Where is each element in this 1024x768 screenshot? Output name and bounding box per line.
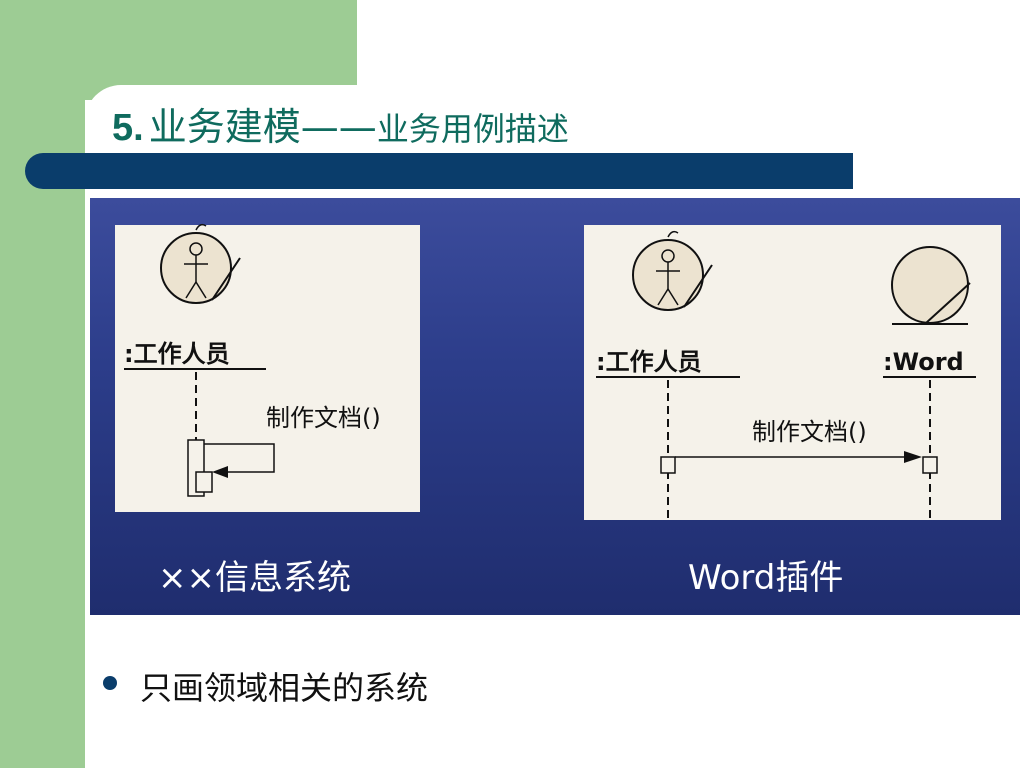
title-main: 业务建模—— — [148, 105, 377, 149]
left-lifeline-label: :工作人员 — [124, 340, 230, 368]
right-actor-label: :工作人员 — [596, 348, 702, 376]
left-nested-activation — [195, 471, 213, 493]
business-worker-icon — [160, 223, 241, 304]
actor-activation — [660, 456, 676, 474]
left-message-label: 制作文档() — [266, 404, 381, 432]
left-sequence-diagram: :工作人员 制作文档() — [115, 223, 420, 512]
entity-activation — [922, 456, 938, 474]
bullet-item: 只画领域相关的系统 — [140, 669, 429, 707]
left-caption: ××信息系统 — [158, 558, 351, 598]
title-number: 5. — [112, 107, 144, 149]
right-sequence-diagram: :工作人员 :Word 制作文档() — [584, 225, 1001, 520]
top-decorative-band — [85, 0, 357, 100]
business-worker-icon — [632, 230, 713, 311]
bullet-dot-icon — [103, 676, 117, 690]
left-decorative-band — [0, 0, 85, 768]
right-caption: Word插件 — [688, 558, 844, 598]
business-entity-icon — [891, 246, 971, 325]
slide-title: 5. 业务建模——业务用例描述 — [112, 96, 569, 151]
title-sub: 业务用例描述 — [376, 110, 569, 148]
self-message-line — [204, 443, 275, 473]
title-underline-bar — [25, 153, 853, 189]
self-message-arrowhead — [212, 466, 228, 478]
right-entity-label: :Word — [883, 348, 964, 376]
right-message-label: 制作文档() — [752, 418, 867, 446]
message-arrowhead — [904, 451, 922, 463]
